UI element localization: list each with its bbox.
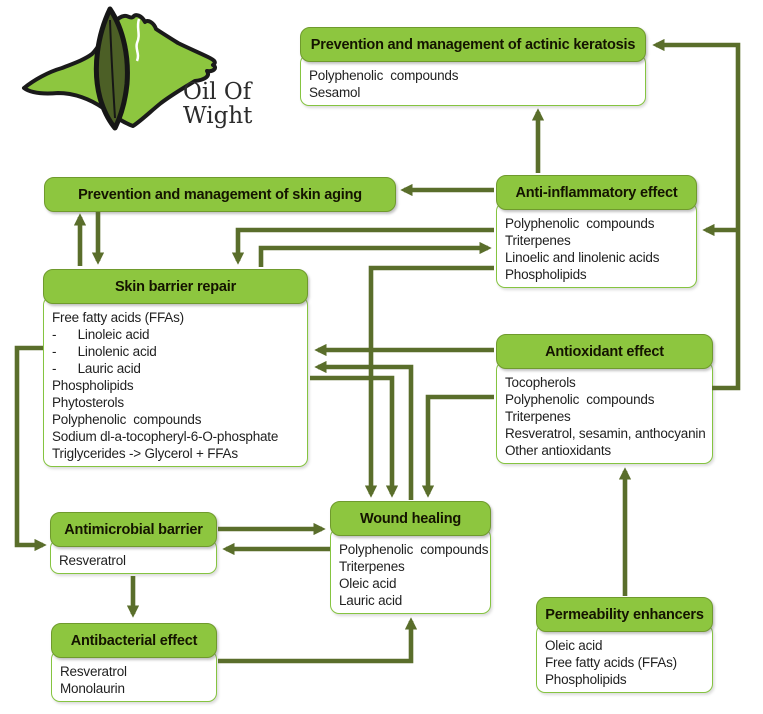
compound-item: Triterpenes (339, 559, 405, 574)
compound-item: Resveratrol, sesamin, anthocyanin (505, 426, 706, 441)
compound-item: Triterpenes (505, 409, 571, 424)
compound-item: Oleic acid (545, 638, 603, 653)
compound-item: Polyphenolic compounds (52, 412, 202, 427)
box-antimicrobial-title: Antimicrobial barrier (50, 512, 217, 547)
compound-item: Phospholipids (505, 267, 587, 282)
island-crack (135, 18, 141, 62)
box-skin-aging: Prevention and management of skin aging (44, 177, 396, 212)
compound-item: Other antioxidants (505, 443, 611, 458)
arrow-antioxidant-to-wound-healing (421, 394, 494, 498)
box-antibacterial-title: Antibacterial effect (51, 623, 217, 658)
compound-item: Resveratrol (60, 664, 127, 679)
compound-item: Triglycerides -> Glycerol + FFAs (52, 446, 238, 461)
compound-item: Free fatty acids (FFAs) (52, 310, 184, 325)
compound-item: Polyphenolic compounds (339, 542, 489, 557)
compound-item: Linoelic and linolenic acids (505, 250, 660, 265)
compound-item: Sodium dl-a-tocopheryl-6-O-phosphate (52, 429, 279, 444)
box-antioxidant-title: Antioxidant effect (496, 334, 713, 369)
leaf-vein (109, 19, 116, 119)
arrow-anti-inflammatory-to-skin-barrier (231, 227, 494, 265)
box-skin-barrier-items: Free fatty acids (FFAs) - Linoleic acid - … (43, 296, 308, 467)
compound-item: Sesamol (309, 85, 361, 100)
box-skin-barrier-title: Skin barrier repair (43, 269, 308, 304)
compound-item: Monolaurin (60, 681, 125, 696)
box-wound-healing-title: Wound healing (330, 501, 491, 536)
compound-item: - Lauric acid (52, 361, 141, 376)
compound-item: Polyphenolic compounds (505, 392, 655, 407)
box-anti-inflammatory-title: Anti-inflammatory effect (496, 175, 697, 210)
arrow-skin-barrier-to-antimicrobial (14, 345, 47, 552)
compound-item: Polyphenolic compounds (309, 68, 459, 83)
compound-item: - Linolenic acid (52, 344, 157, 359)
compound-item: Oleic acid (339, 576, 397, 591)
arrow-antibacterial-to-wound-healing (218, 617, 418, 664)
box-actinic-keratosis-title: Prevention and management of actinic ker… (300, 27, 646, 62)
arrow-skin-barrier-to-wound-healing (310, 375, 399, 498)
logo-text-line1: Oil Of (183, 79, 253, 105)
arrow-skin-barrier-to-anti-inflammatory (258, 241, 492, 267)
compound-item: Phospholipids (545, 672, 627, 687)
arrow-anti-inflammatory-to-wound-healing (364, 265, 494, 498)
compound-item: Tocopherols (505, 375, 576, 390)
compound-item: Free fatty acids (FFAs) (545, 655, 677, 670)
box-antimicrobial: Antimicrobial barrier Resveratrol (50, 512, 217, 574)
compound-item: Lauric acid (339, 593, 403, 608)
oil-of-wight-logo: Oil Of Wight (22, 6, 253, 131)
box-skin-aging-title: Prevention and management of skin aging (44, 177, 396, 212)
compound-item: - Linoleic acid (52, 327, 150, 342)
box-anti-inflammatory: Anti-inflammatory effect Polyphenolic co… (496, 175, 697, 288)
logo-text-line2: Wight (183, 103, 253, 129)
box-permeability-title: Permeability enhancers (536, 597, 713, 632)
compound-item: Resveratrol (59, 553, 126, 568)
compound-item: Phytosterols (52, 395, 124, 410)
compound-item: Phospholipids (52, 378, 134, 393)
compound-item: Polyphenolic compounds (505, 216, 655, 231)
compound-item: Triterpenes (505, 233, 571, 248)
arrow-wound-healing-to-skin-barrier (314, 360, 414, 500)
box-actinic-keratosis: Prevention and management of actinic ker… (300, 27, 646, 106)
box-skin-barrier: Skin barrier repair Free fatty acids (FF… (43, 269, 308, 467)
